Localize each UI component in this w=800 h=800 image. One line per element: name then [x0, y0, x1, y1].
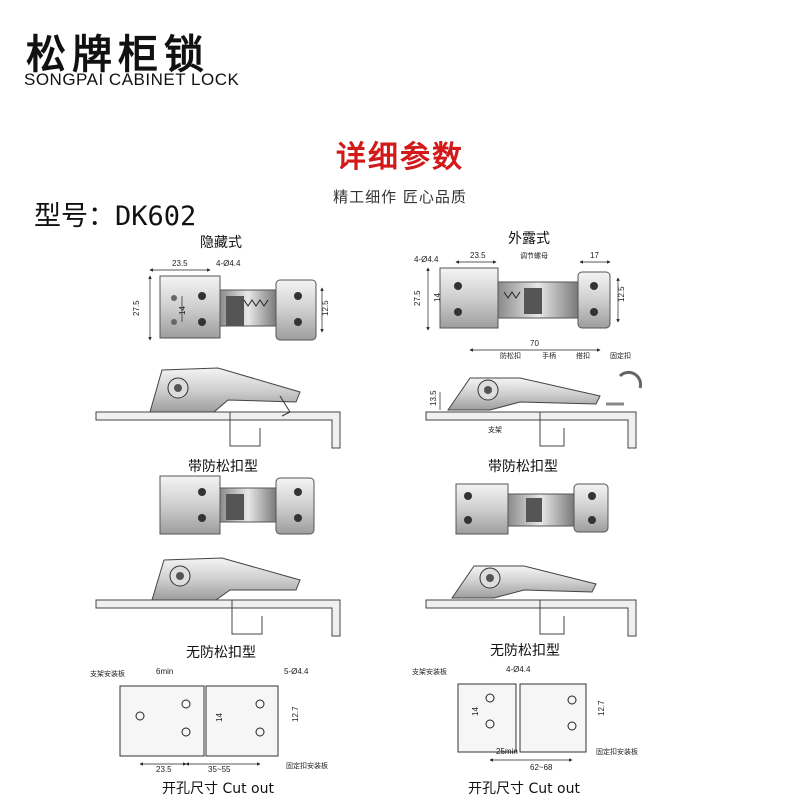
brand-name-en: SONGPAI CABINET LOCK: [24, 70, 240, 89]
without-lock-left-side-view: [95, 557, 341, 637]
exposed-latch-top-view: [439, 267, 611, 329]
cutout-left-gap: 6min: [156, 667, 173, 676]
cutout-right-14: 14: [471, 707, 480, 716]
hidden-latch-top-view: [159, 275, 317, 341]
dim-exposed-27-5: 27.5: [413, 290, 422, 306]
label-without-lock-left: 无防松扣型: [186, 645, 256, 661]
cutout-left-drawing: [119, 685, 279, 757]
dim-hidden-23-5: 23.5: [172, 259, 188, 268]
label-with-lock-right: 带防松扣型: [488, 459, 558, 475]
label-hidden-type: 隐藏式: [200, 235, 242, 251]
dim-exposed-17: 17: [590, 251, 599, 260]
cutout-right-fixed-plate: 固定扣安装板: [596, 747, 638, 756]
label-handle: 手柄: [542, 351, 556, 360]
detail-title: 详细参数: [336, 140, 464, 175]
cutout-right-range: 62~68: [530, 763, 553, 772]
model-number: 型号：DK602: [34, 201, 197, 232]
label-hook: 搭扣: [576, 351, 590, 360]
cutout-right-gap: 25min: [496, 747, 518, 756]
cutout-left-14: 14: [215, 713, 224, 722]
with-lock-left-top-view: [159, 475, 315, 535]
label-bracket: 支架: [488, 425, 502, 434]
cutout-left-range: 35~55: [208, 765, 231, 774]
label-cutout-left: 开孔尺寸 Cut out: [162, 781, 274, 797]
label-without-lock-right: 无防松扣型: [490, 643, 560, 659]
cutout-left-bracket-plate: 支架安装板: [90, 669, 125, 678]
hidden-latch-side-view: [95, 367, 341, 449]
cutout-right-12-7: 12.7: [597, 700, 606, 716]
cutout-left-23-5: 23.5: [156, 765, 172, 774]
cutout-left-12-7: 12.7: [291, 706, 300, 722]
with-lock-right-top-view: [455, 483, 609, 535]
dim-exposed-holes: 4-Ø4.4: [414, 255, 439, 264]
without-lock-right-side-view: [425, 565, 637, 637]
label-adjust-nut: 调节螺母: [520, 251, 548, 260]
dim-hidden-14: 14: [178, 306, 187, 315]
label-with-lock-left: 带防松扣型: [188, 459, 258, 475]
cutout-left-fixed-plate: 固定扣安装板: [286, 761, 328, 770]
cutout-right-drawing: [457, 683, 587, 753]
brand-name-cn: 松牌柜锁: [26, 32, 210, 78]
label-exposed-type: 外露式: [508, 231, 550, 247]
dim-hidden-holes: 4-Ø4.4: [216, 259, 241, 268]
exposed-latch-side-view: [425, 370, 643, 449]
label-cutout-right: 开孔尺寸 Cut out: [468, 781, 580, 797]
cutout-left-holes: 5-Ø4.4: [284, 667, 309, 676]
cutout-right-bracket-plate: 支架安装板: [412, 667, 447, 676]
dim-exposed-12-5: 12.5: [617, 286, 626, 302]
dim-exposed-13-5: 13.5: [429, 390, 438, 406]
dim-hidden-27-5: 27.5: [132, 300, 141, 316]
cutout-right-holes: 4-Ø4.4: [506, 665, 531, 674]
dim-exposed-14: 14: [433, 293, 442, 302]
dim-exposed-23-5: 23.5: [470, 251, 486, 260]
detail-subtitle: 精工细作 匠心品质: [333, 188, 467, 206]
label-fixed-catch: 固定扣: [610, 351, 631, 360]
label-anti-loose: 防松扣: [500, 351, 521, 360]
dim-exposed-70: 70: [530, 339, 539, 348]
dim-hidden-12-5: 12.5: [321, 300, 330, 316]
